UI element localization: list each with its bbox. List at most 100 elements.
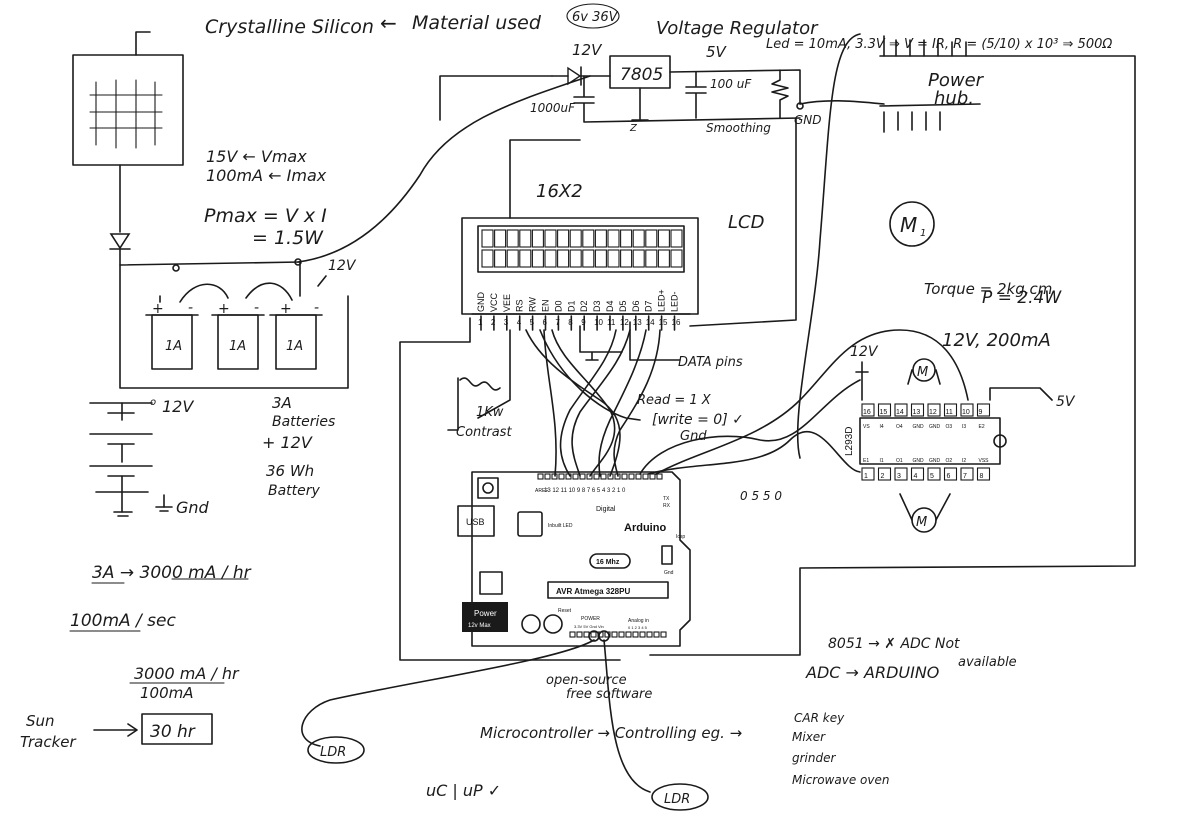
battery-minus-3: - xyxy=(314,300,319,316)
power-hub-label-1: Power xyxy=(928,70,985,91)
lcd-pin-number: 5 xyxy=(530,318,535,327)
header-pin xyxy=(607,473,614,480)
lcd-cell xyxy=(657,249,670,268)
usb-label: USB xyxy=(466,517,485,527)
header-pin xyxy=(646,631,653,638)
lcd-cell xyxy=(494,229,507,248)
driver-pin-bottom: 6 xyxy=(947,473,951,480)
driver-pin-bottom-label: GND xyxy=(913,458,925,464)
smoothing-label: Smoothing xyxy=(706,121,771,135)
lcd-arduino-bus xyxy=(525,329,661,477)
lcd-pin-number: 14 xyxy=(646,318,655,327)
digital-header xyxy=(537,473,663,480)
side-marks: 0 5 5 0 xyxy=(740,489,782,503)
motor-power-label: P = 2.4W xyxy=(982,288,1062,308)
battery-cells xyxy=(145,314,323,370)
lcd-pin-name: D7 xyxy=(644,300,654,312)
regulator-input-12v: 12V xyxy=(572,41,603,59)
lcd-cell xyxy=(607,249,620,268)
driver-pin-bottom: 8 xyxy=(980,473,984,480)
crystal-label: 16 Mhz xyxy=(596,559,620,566)
lcd-pin-name: LED- xyxy=(670,291,680,312)
driver-supply-label: 12V xyxy=(850,344,879,360)
battery-plus-3: + xyxy=(280,301,292,317)
driver-pin-box xyxy=(877,403,892,417)
contrast-label: Contrast xyxy=(456,425,512,440)
solar-grid xyxy=(89,79,163,149)
driver-pin-bottom-label: E1 xyxy=(863,458,869,464)
usb-chip xyxy=(517,511,543,537)
driver-pin-box xyxy=(877,467,892,481)
driver-pin-box xyxy=(927,467,941,481)
l293d-chip xyxy=(859,417,1001,465)
header-pin xyxy=(579,473,586,480)
header-pin xyxy=(614,473,621,480)
digital-pin-numbers: 13 12 11 10 9 8 7 6 5 4 3 2 1 0 xyxy=(544,488,626,494)
data-pins-label: DATA pins xyxy=(678,355,743,370)
lcd-pin-name: D2 xyxy=(579,300,589,312)
driver-pin-box xyxy=(861,467,875,481)
arduino-board[interactable] xyxy=(471,471,691,647)
header-pin xyxy=(660,631,667,638)
example-3: grinder xyxy=(792,751,836,765)
panel-lead xyxy=(135,31,151,56)
cap-out-label: 100 uF xyxy=(710,77,752,91)
driver-pin-box xyxy=(894,403,908,417)
regulator-output-5v: 5V xyxy=(706,43,728,61)
power-jack[interactable] xyxy=(462,602,508,632)
digital-label: Digital xyxy=(596,506,616,513)
battery-ground-label: Gnd xyxy=(176,498,210,517)
header-pin xyxy=(544,473,551,480)
lcd-cell xyxy=(670,229,683,248)
gnd-pin-label: Gnd xyxy=(664,570,674,576)
driver-pin-bottom: 1 xyxy=(864,473,868,480)
lcd-cell xyxy=(506,249,519,268)
header-pin xyxy=(621,473,628,480)
header-pin xyxy=(642,473,649,480)
driver-pin-top: 11 xyxy=(946,409,953,416)
lcd-pin-number: 16 xyxy=(672,318,681,327)
example-4: Microwave oven xyxy=(792,773,889,787)
lcd-ground-loop xyxy=(399,317,621,661)
lcd-cell xyxy=(632,249,645,268)
driver-pin-bottom-label: O2 xyxy=(946,458,953,464)
driver-motor-top xyxy=(912,358,936,382)
lcd-pin-name: D6 xyxy=(631,300,641,312)
power-header-label: POWER xyxy=(581,616,600,622)
result-box xyxy=(141,713,213,745)
header-pin xyxy=(653,631,660,638)
lcd-cell xyxy=(494,249,507,268)
header-pin xyxy=(618,631,625,638)
lcd-pin-number: 4 xyxy=(517,318,522,327)
imax-label: 100mA ← Imax xyxy=(206,166,327,185)
hub-return-wire xyxy=(649,55,1136,656)
pmax-value: = 1.5W xyxy=(252,227,324,249)
voltage-regulator-onboard xyxy=(479,571,503,595)
driver-pin-box xyxy=(960,467,974,481)
usb-port[interactable] xyxy=(457,505,495,537)
lcd-pin-number: 8 xyxy=(568,318,573,327)
header-pin xyxy=(569,631,576,638)
lcd-pin-name: D3 xyxy=(592,300,602,312)
header-pin xyxy=(551,473,558,480)
material-arrow: ← xyxy=(380,11,397,35)
lcd-cell xyxy=(594,229,607,248)
battery-schematic xyxy=(89,402,173,517)
lcd-pin-name: D0 xyxy=(553,300,563,312)
mcu-label: AVR Atmega 328PU xyxy=(556,587,630,596)
driver-pin-box xyxy=(927,403,941,417)
regulator-5v-rail xyxy=(669,69,801,105)
lcd-pin-name: VEE xyxy=(502,294,512,312)
driver-pin-top-label: O4 xyxy=(896,424,903,430)
diode-symbol xyxy=(109,233,131,250)
driver-pin-top-label: E2 xyxy=(979,424,985,430)
lcd-cell xyxy=(544,229,557,248)
calc-line-2: 100mA / sec xyxy=(70,611,176,631)
capacity-label-3: + 12V xyxy=(262,433,313,452)
driver-motor-top-label: M xyxy=(917,365,928,380)
lcd-supply-wires xyxy=(509,117,797,327)
header-pin xyxy=(611,631,618,638)
driver-pin-top: 15 xyxy=(880,409,888,416)
material-voltage: 6v 36V xyxy=(572,10,619,25)
